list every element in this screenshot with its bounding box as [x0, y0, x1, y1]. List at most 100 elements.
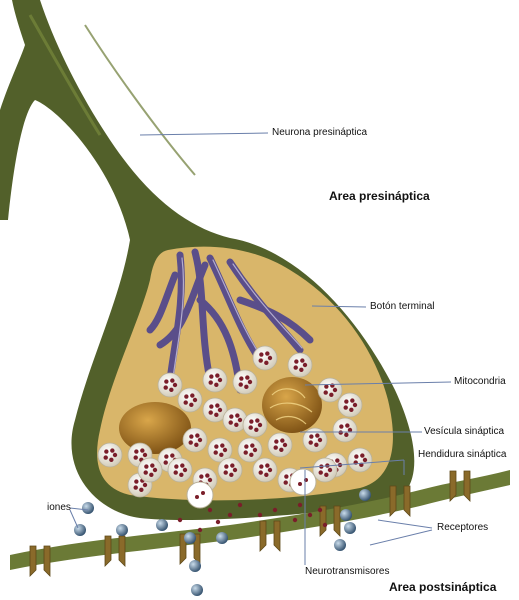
neurotransmitter-dot: [257, 512, 263, 518]
ion: [359, 489, 371, 501]
neurotransmitter-dot: [252, 447, 258, 453]
neurotransmitter-dot: [247, 379, 253, 385]
receptor: [259, 520, 281, 552]
neurotransmitter-dot: [213, 450, 218, 455]
vesicle: [207, 437, 233, 463]
vesicle: [232, 369, 258, 395]
label-ions: iones: [47, 502, 71, 513]
vesicle: [347, 447, 373, 473]
neurotransmitter-dot: [264, 360, 269, 366]
ion: [340, 509, 352, 521]
neurotransmitter-dot: [322, 522, 328, 528]
ion: [191, 584, 203, 596]
neurotransmitter-dot: [309, 434, 314, 439]
neurotransmitter-dot: [237, 502, 243, 508]
neurotransmitter-dot: [244, 384, 249, 390]
neurotransmitter-dot: [248, 425, 253, 430]
neurotransmitter-dot: [349, 407, 354, 413]
neurotransmitter-dot: [245, 375, 250, 380]
neuron-highlight: [84, 24, 196, 176]
neurotransmitter-dot: [207, 477, 213, 483]
neurotransmitter-dot: [133, 485, 138, 490]
vesicle: [182, 427, 208, 453]
label-neurotransmitters: Neurotransmisores: [305, 566, 390, 577]
neurotransmitter-dot: [297, 502, 303, 508]
neurotransmitter-dot: [293, 365, 298, 370]
neurotransmitter-dot: [265, 351, 270, 356]
neurotransmitter-dot: [338, 430, 343, 435]
neurotransmitter-dot: [208, 380, 213, 385]
neurotransmitter-dot: [134, 449, 139, 454]
microtubule-highlights: [172, 257, 303, 379]
neurotransmitter-dot: [189, 434, 194, 439]
receptor: [179, 533, 201, 565]
neurotransmitter-dot: [292, 517, 298, 523]
neurotransmitter-dot: [150, 463, 155, 468]
vesicle: [217, 457, 243, 483]
neurotransmitter-dot: [103, 455, 108, 460]
neurotransmitter-dot: [215, 373, 220, 378]
neurotransmitter-dot: [267, 355, 273, 361]
neurotransmitter-dot: [279, 447, 284, 453]
neurotransmitter-dot: [298, 482, 302, 486]
mitochondrion-cristae: [269, 388, 313, 425]
neurotransmitter-dot: [205, 473, 210, 478]
neurotransmitter-dot: [172, 382, 178, 388]
neurotransmitter-dot: [317, 507, 323, 513]
postsynaptic-membrane: [10, 470, 510, 570]
neurotransmitter-dot: [258, 470, 263, 475]
neurotransmitter-dot: [229, 414, 234, 419]
vesicle: [202, 367, 228, 393]
neurotransmitter-dot: [283, 480, 288, 485]
vesicle: [137, 457, 163, 483]
neurotransmitter-dot: [104, 449, 109, 454]
neurotransmitter-dot: [224, 464, 229, 469]
label-synaptic-vesicle: Vesícula sináptica: [424, 426, 505, 437]
neurotransmitter-dot: [324, 472, 329, 478]
label-mitochondria: Mitocondria: [454, 376, 506, 387]
neurotransmitter-dot: [249, 419, 254, 424]
neurotransmitter-dot: [109, 457, 114, 463]
ion: [216, 532, 228, 544]
neurotransmitter-dot: [140, 448, 145, 453]
vesicle: [97, 442, 123, 468]
neurotransmitter-dot: [195, 495, 199, 499]
neurotransmitter-dot: [144, 464, 149, 469]
neurotransmitter-dot: [199, 474, 204, 479]
neurotransmitter-dot: [183, 400, 188, 405]
neurotransmitter-dot: [190, 393, 195, 398]
neurotransmitter-dot: [315, 433, 320, 438]
ion: [334, 539, 346, 551]
neurotransmitter-dot: [228, 420, 233, 425]
neurotransmitter-dot: [209, 374, 214, 379]
neurotransmitter-dot: [244, 444, 249, 449]
receptor: [319, 505, 341, 537]
vesicle: [267, 432, 293, 458]
neurotransmitter-dot: [362, 457, 368, 463]
neurotransmitter-dot: [215, 519, 221, 525]
neurotransmitter-dot: [300, 358, 305, 363]
neurotransmitter-dot: [139, 487, 144, 493]
neurotransmitter-dot: [307, 512, 313, 518]
neurotransmitter-dot: [214, 444, 219, 449]
neurotransmitter-dot: [239, 376, 244, 381]
neurotransmitter-dot: [143, 470, 148, 475]
neurotransmitter-dot: [164, 454, 169, 459]
mitochondrion-left: [119, 402, 191, 454]
neurotransmitter-dot: [149, 472, 154, 478]
neurotransmitter-dot: [208, 410, 213, 415]
vesicle: [252, 345, 278, 371]
neurotransmitter-dot: [182, 467, 188, 473]
receptor: [449, 470, 471, 502]
neurotransmitter-dot: [352, 402, 358, 408]
neurotransmitter-dot: [152, 467, 158, 473]
neurotransmitter-dot: [188, 440, 193, 445]
neurotransmitter-dot: [192, 397, 198, 403]
neurotransmitter-dot: [280, 438, 285, 443]
neurotransmitter-dot: [112, 452, 118, 458]
neurotransmitter-dot: [173, 470, 178, 475]
neurotransmitter-dot: [243, 450, 248, 455]
neurotransmitter-dot: [272, 507, 278, 513]
neurotransmitter-dot: [174, 464, 179, 469]
